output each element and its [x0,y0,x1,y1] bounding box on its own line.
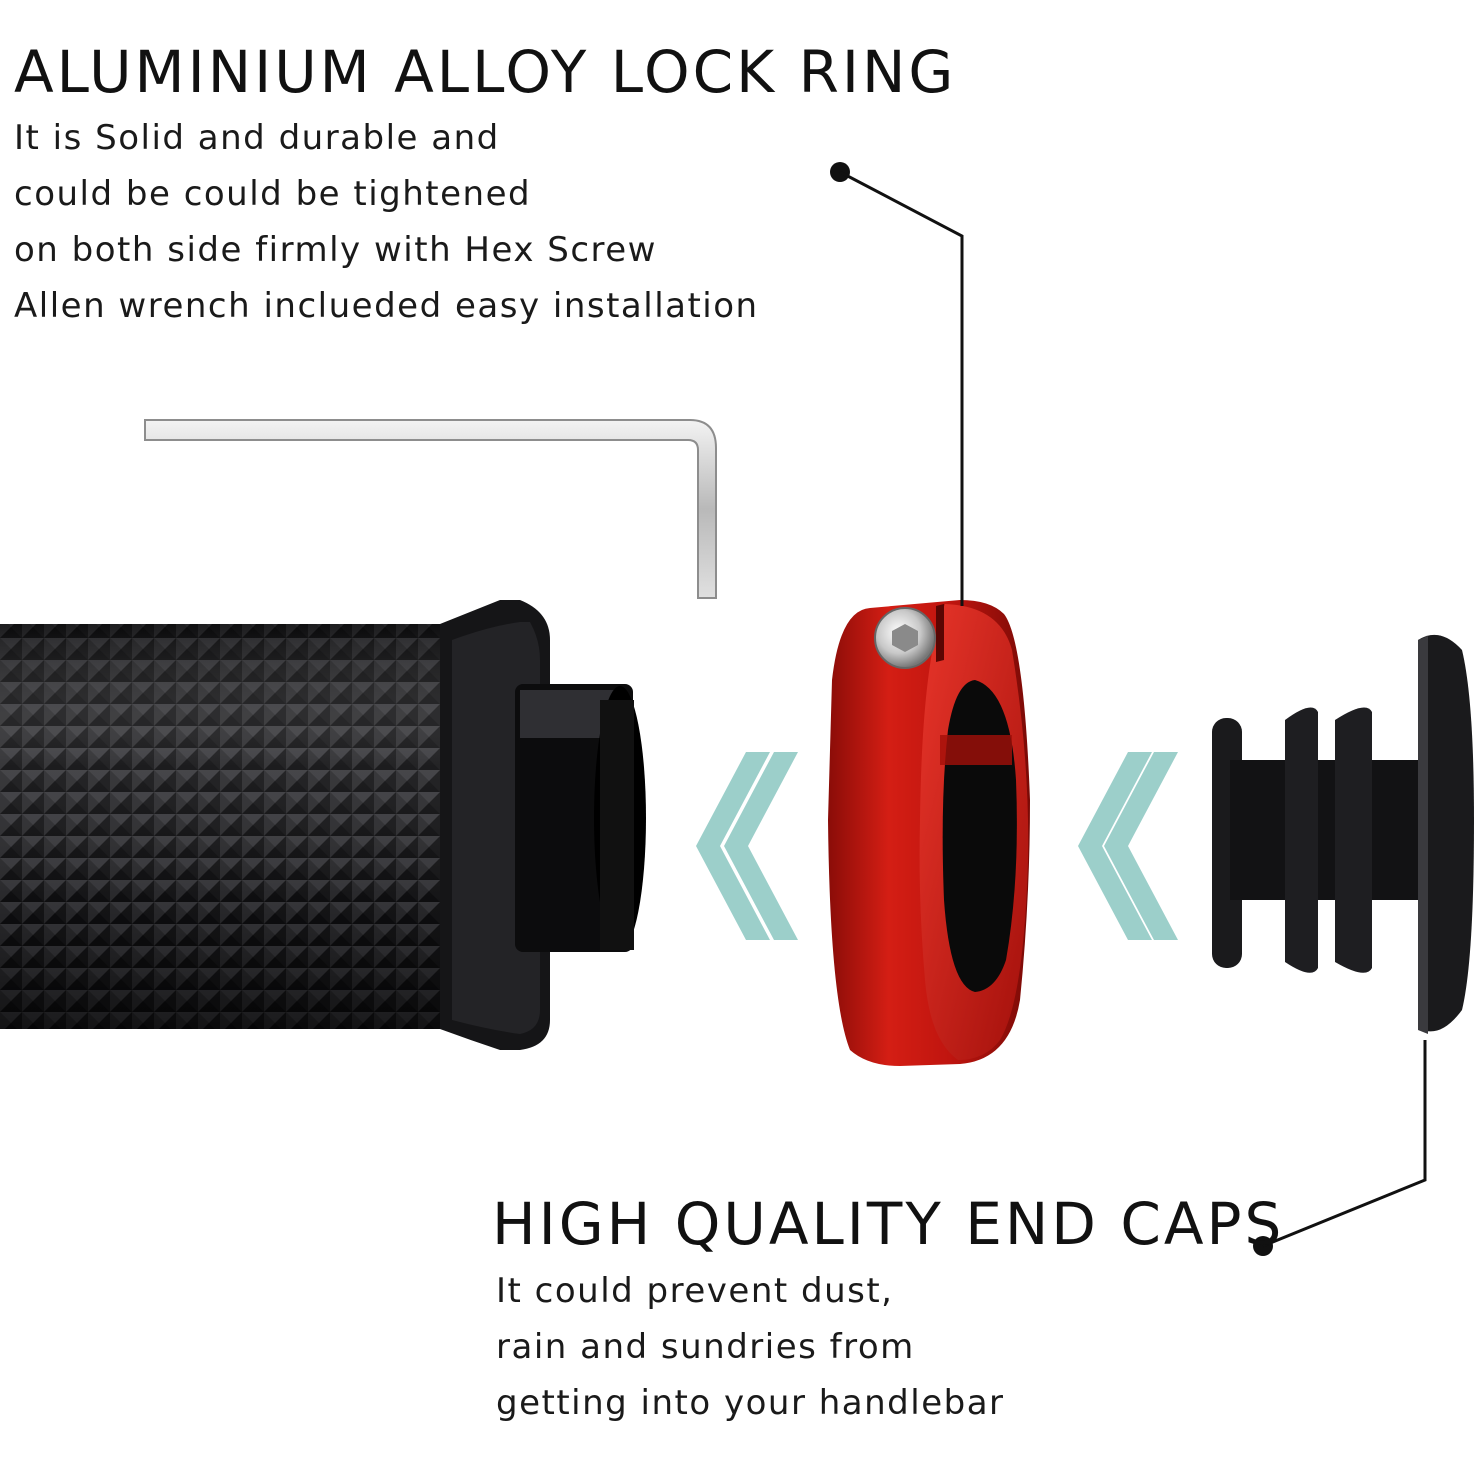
red-lock-ring-icon [828,600,1030,1066]
lock-ring-title: ALUMINIUM ALLOY LOCK RING [14,38,957,106]
end-caps-description-line: rain and sundries from [496,1327,915,1367]
hex-screw-icon [874,607,936,669]
end-caps-description-line: It could prevent dust, [496,1271,894,1311]
lock-ring-leader-line [830,162,964,606]
lock-ring-description-line: It is Solid and durable and [14,118,500,158]
end-caps-title: HIGH QUALITY END CAPS [492,1190,1285,1258]
lock-ring-description: It is Solid and durable and could be cou… [14,110,759,334]
lock-ring-description-line: on both side firmly with Hex Screw [14,230,657,270]
end-caps-description: It could prevent dust, rain and sundries… [496,1263,1005,1431]
chevron-arrows-left-icon [696,752,798,940]
end-caps-leader-line [1253,1040,1427,1256]
hex-allen-wrench-icon [144,419,717,599]
rubber-end-cap-icon [1212,634,1474,1034]
knurled-grip-icon [0,600,646,1050]
chevron-arrows-right-icon [1078,752,1178,940]
end-caps-description-line: getting into your handlebar [496,1383,1005,1423]
lock-ring-description-line: could be could be tightened [14,174,532,214]
lock-ring-description-line: Allen wrench inclueded easy installation [14,286,759,326]
